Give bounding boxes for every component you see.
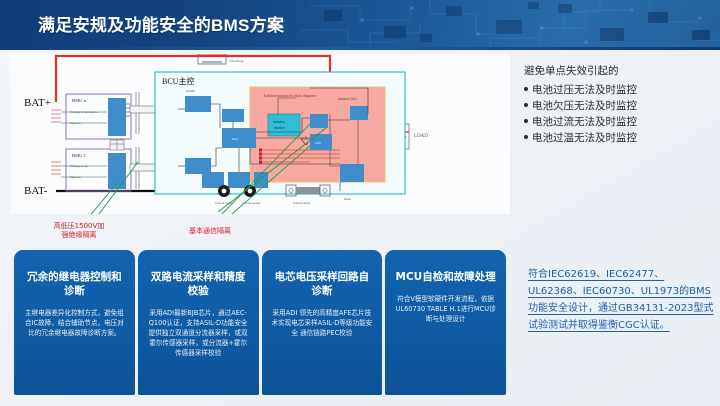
failure-mode-lead: 避免单点失效引起的: [524, 65, 619, 77]
bcu-block-driver: [310, 114, 328, 128]
feature-card-2-body: 采用ADI 领先的高精度AFE芯片技术实现电芯采样ASIL-D等级功能安全 通信…: [271, 309, 373, 337]
mcu-block-label: MCU: [232, 137, 238, 141]
bat-minus-label: BAT-: [24, 185, 48, 197]
bmu-daisy-chain: [109, 139, 125, 151]
bullet-dot-icon: [524, 135, 528, 139]
feature-card-0-title: 冗余的继电器控制和诊断: [27, 271, 122, 297]
certification-note: 符合IEC62619、IEC62477、UL62368、IEC60730、UL1…: [528, 269, 714, 331]
feature-card-1-body: 采用ADI最新BJB芯片，通过AEC-Q100认证，支持ASIL-D功能安全 提…: [148, 309, 248, 357]
current-sensor-1: [218, 185, 230, 197]
feature-card-3-body: 符合V模型软硬件开发流程，依据UL60730 TABLE H.1进行MCU诊断与…: [395, 295, 496, 323]
bullet-dot-icon: [524, 119, 528, 123]
feature-card-0-body: 主继电器差异化控制方式，避免组合IC故障，结合辅助节点，电压对比的冗余继电器故障…: [24, 309, 124, 337]
bmu-n-label: BMU n: [72, 98, 87, 103]
failure-mode-bullet-2: 电池过流无法及时监控: [524, 114, 716, 130]
failure-mode-bullet-0: 电池过压无法及时监控: [524, 82, 716, 98]
bullet-dot-icon: [524, 87, 528, 91]
bcu-block-diag-a: [202, 172, 224, 188]
relay-shunt-group: Current shunt Relay: [285, 182, 352, 205]
iso-can-label: isolated CAN: [338, 97, 357, 101]
feature-card-2[interactable]: 电芯电压采样回路自诊断 采用ADI 领先的高精度AFE芯片技术实现电芯采样ASI…: [261, 250, 383, 395]
bullet-dot-icon: [524, 103, 528, 107]
annotation-hv-isolation: 高低压1500V加 强绝缘隔离: [53, 222, 105, 239]
load-label: LOAD: [414, 134, 428, 139]
failure-mode-panel: 避免单点失效引起的 电池过压无法及时监控 电池欠压无法及时监控 电池过流无法及时…: [524, 63, 716, 146]
sense-taps: [259, 148, 262, 164]
isolation-region-label: Isolation monitor & relays diagnose: [264, 94, 316, 98]
bmu-1-label: BMU 1: [72, 153, 87, 158]
bcu-label: BCU主控: [162, 76, 194, 86]
failure-mode-bullet-1: 电池欠压无法及时监控: [524, 98, 716, 114]
failure-mode-bullet-1-text: 电池欠压无法及时监控: [532, 100, 637, 112]
bmu-1-block: BMU 1 Voltage temp balance: [61, 148, 132, 192]
cell-tap-lines: [51, 109, 61, 175]
bat-plus-label: BAT+: [24, 97, 51, 109]
pre-charge-label: Pre-charge: [230, 59, 244, 63]
bcu-block-iso-can: [350, 106, 368, 120]
feature-card-1-title: 双路电流采样和精度校验: [150, 271, 246, 297]
hv-positive-rail: [54, 54, 332, 102]
failure-mode-bullet-0-text: 电池过压无法及时监控: [532, 84, 637, 96]
can-block-label: CAN: [315, 141, 321, 145]
annotation-comm-isolation: 基本通信隔离: [189, 227, 231, 235]
bcu-block-comm-n: [185, 96, 211, 112]
feature-card-3[interactable]: MCU自检和故障处理 符合V模型软硬件开发流程，依据UL60730 TABLE …: [385, 250, 506, 395]
bcu-block-diag-b: [228, 172, 250, 188]
isolation-monitor-title: Isolation: [273, 120, 285, 124]
failure-mode-bullet-3-text: 电池过温无法及时监控: [532, 132, 637, 144]
failure-mode-bullet-2-text: 电池过流无法及时监控: [532, 116, 637, 128]
circuit-board-pattern-icon: [300, 0, 720, 47]
bcu-internal-blocks: [185, 96, 368, 188]
bcu-comm-label: isoSPI: [186, 89, 195, 93]
feature-card-3-title: MCU自检和故障处理: [395, 271, 496, 283]
shunt-label: Current shunt: [293, 201, 310, 205]
slide-header: 满足安规及功能安全的BMS方案: [0, 0, 720, 47]
pre-charge-group: Pre-charge: [197, 54, 244, 65]
bcu-block-relay-drv: [340, 164, 364, 182]
current-sensor-2-label: Current sensor: [242, 201, 261, 205]
bcu-block-supply: [222, 109, 244, 122]
feature-card-0[interactable]: 冗余的继电器控制和诊断 主继电器差异化控制方式，避免组合IC故障，结合辅助节点，…: [14, 250, 135, 395]
page-title: 满足安规及功能安全的BMS方案: [38, 16, 285, 35]
annotation-leader-lines: [90, 123, 327, 214]
isolation-monitor-subtitle: monitor: [274, 126, 286, 130]
bcu-block-mcu: [222, 128, 256, 148]
current-sensor-1-label: Current sensor: [215, 201, 234, 205]
feature-card-1[interactable]: 双路电流采样和精度校验 采用ADI最新BJB芯片，通过AEC-Q100认证，支持…: [137, 250, 259, 395]
header-divider: [0, 47, 720, 50]
relay-label: Relay: [344, 197, 352, 201]
bms-architecture-diagram: LOAD BAT+ BAT- BMU n Voltage temperature…: [10, 54, 510, 214]
bmu-n-block: BMU n Voltage temperature balance: [61, 93, 132, 140]
feature-card-2-title: 电芯电压采样回路自诊断: [274, 271, 370, 297]
failure-mode-bullet-3: 电池过温无法及时监控: [524, 130, 716, 146]
feature-card-row: 冗余的继电器控制和诊断 主继电器差异化控制方式，避免组合IC故障，结合辅助节点，…: [14, 250, 506, 395]
bcu-wiring: [178, 87, 369, 172]
bcu-block-can: [310, 134, 332, 150]
bcu-block-comm-1: [185, 158, 211, 174]
